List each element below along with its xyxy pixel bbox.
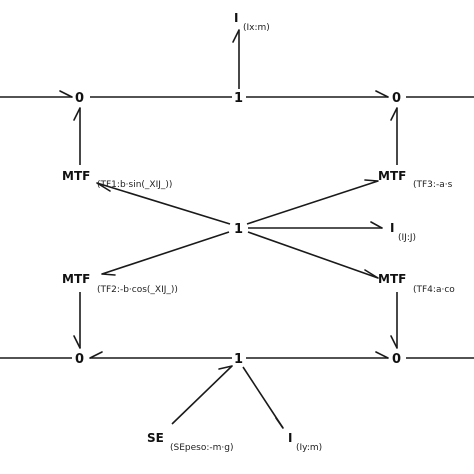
bond-arrowheads [59, 29, 398, 429]
inertia-j-symbol: I [390, 221, 394, 235]
mtf2-param: (TF2:-b·cos(_XIJ_)) [97, 285, 178, 295]
junction-zero-bottom-left: 0 [75, 352, 84, 367]
arrowhead-mtf1-up [73, 107, 81, 121]
mtf1-symbol: MTF [62, 169, 90, 183]
junction-zero-top-right: 0 [392, 91, 401, 106]
arrowhead-center-mtf3 [364, 179, 379, 182]
arrowhead-top-right [375, 90, 389, 98]
gravity-se-element: SE (SEpeso:-m·g) [147, 431, 234, 453]
mtf3-symbol: MTF [378, 169, 406, 183]
mtf1-element: MTF (TF1:b·sin(_XIJ_)) [62, 169, 172, 190]
arrowhead-center-mtf1 [96, 182, 111, 192]
bond-se-to-bottom-one [171, 365, 233, 425]
arrowhead-center-mtf4 [364, 269, 379, 279]
arrowhead-bottom-right [375, 351, 389, 359]
gravity-se-param: (SEpeso:-m·g) [170, 443, 234, 453]
inertia-j-param: (IJ:J) [398, 233, 416, 243]
mtf2-element: MTF (TF2:-b·cos(_XIJ_)) [62, 272, 178, 295]
inertia-x-symbol: I [234, 11, 238, 25]
mtf4-element: MTF (TF4:a·co [378, 272, 455, 295]
inertia-x-element: I (Ix:m) [234, 11, 270, 33]
mtf1-param: (TF1:b·sin(_XIJ_)) [97, 180, 172, 190]
arrowhead-bottom-left [89, 351, 103, 359]
junction-zero-bottom-right: 0 [392, 352, 401, 367]
inertia-y-param: (Iy:m) [296, 443, 322, 453]
inertia-j-element: I (IJ:J) [390, 221, 416, 243]
arrowhead-mtf4-down [390, 335, 398, 349]
mtf3-element: MTF (TF3:-a·s [378, 169, 453, 190]
junction-one-bottom: 1 [234, 352, 243, 367]
bond-center-to-mtf2 [101, 231, 230, 275]
mtf4-symbol: MTF [378, 272, 406, 286]
bond-center-to-mtf4 [247, 231, 379, 279]
junction-one-top: 1 [234, 91, 243, 106]
inertia-x-param: (Ix:m) [243, 23, 270, 33]
junction-one-center: 1 [234, 222, 243, 237]
bond-center-to-mtf1 [96, 182, 231, 225]
inertia-y-symbol: I [288, 431, 292, 445]
arrowhead-left-top [59, 90, 73, 98]
arrowhead-ix [232, 29, 240, 43]
arrowhead-mtf2-down [73, 335, 81, 349]
mtf3-param: (TF3:-a·s [413, 180, 453, 190]
arrowhead-mtf3-up [390, 107, 398, 121]
bond-center-to-mtf3 [246, 180, 379, 225]
junction-zero-top-left: 0 [75, 91, 84, 106]
junctions: 0 1 0 1 0 1 0 [75, 91, 401, 367]
mtf2-symbol: MTF [62, 272, 90, 286]
inertia-y-element: I (Iy:m) [288, 431, 322, 453]
mtf4-param: (TF4:a·co [413, 285, 455, 295]
bond-edges [0, 30, 474, 429]
element-labels: I (Ix:m) MTF (TF1:b·sin(_XIJ_)) MTF (TF3… [62, 11, 455, 453]
arrowhead-se [218, 365, 233, 370]
arrowhead-center-mtf2 [101, 273, 116, 276]
arrowhead-iy [275, 417, 284, 429]
arrowhead-ij [370, 221, 383, 229]
gravity-se-symbol: SE [147, 431, 164, 445]
